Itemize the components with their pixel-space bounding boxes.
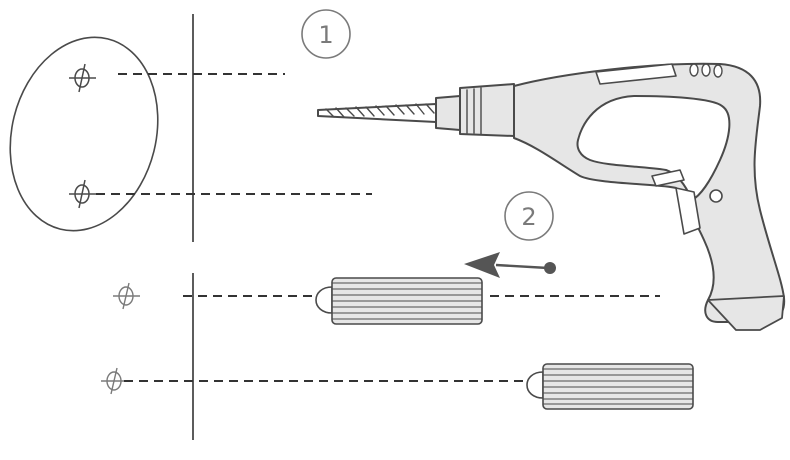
step-2-badge: 2 xyxy=(504,191,554,241)
crosshair-icon xyxy=(69,179,96,209)
step-1-badge: 1 xyxy=(301,9,351,59)
paper-template-icon xyxy=(9,36,159,232)
drill-bit xyxy=(317,103,437,123)
arrow-icon xyxy=(464,252,556,278)
step-2-number: 2 xyxy=(521,203,536,231)
wall-plug-icon xyxy=(315,277,483,325)
crosshair-icon xyxy=(101,367,128,395)
wall-plug-icon xyxy=(526,363,694,410)
drill-icon xyxy=(317,62,786,331)
crosshair-icon xyxy=(113,282,140,310)
crosshair-icon xyxy=(69,63,96,93)
step-1-number: 1 xyxy=(318,21,333,49)
